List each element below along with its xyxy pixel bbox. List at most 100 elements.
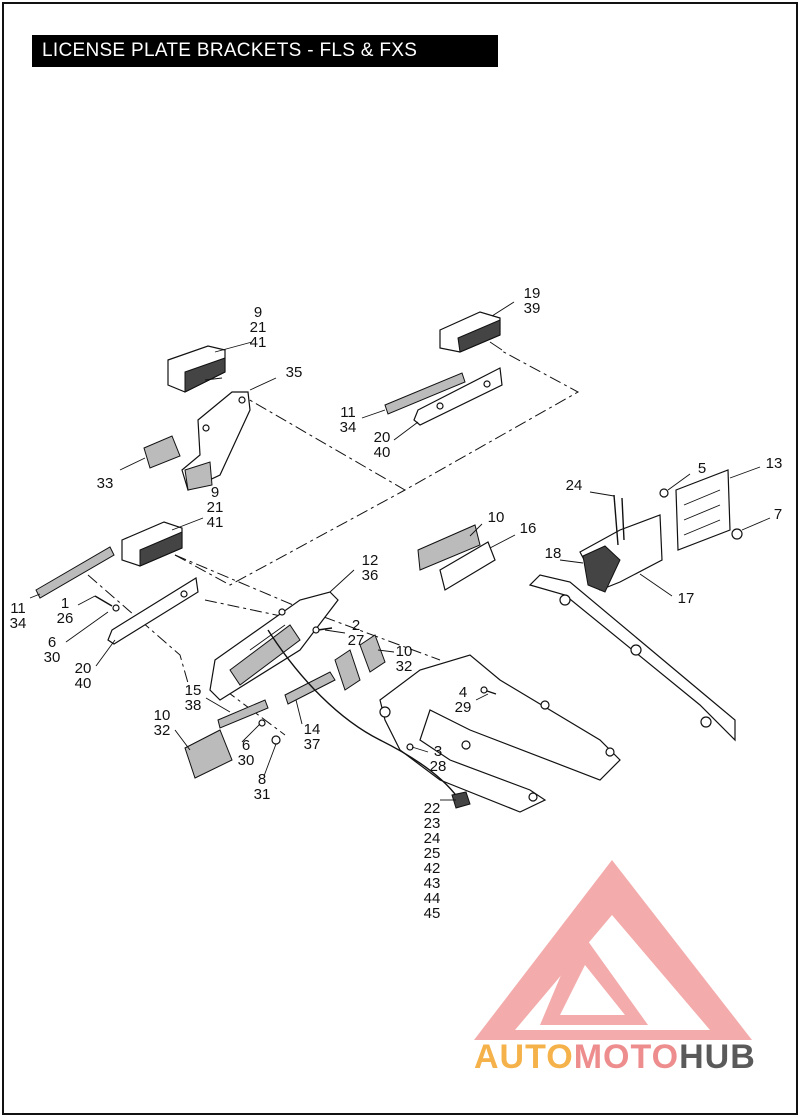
callout-line: 11: [340, 404, 356, 421]
callout-17: 17: [678, 590, 695, 607]
callout-line: 9: [254, 304, 262, 321]
callout-line: 3: [434, 743, 442, 760]
callout-line: 32: [154, 722, 171, 739]
screw-1: [94, 595, 120, 612]
lamp-bracket-top-right: [413, 367, 503, 426]
lamp-bracket-left: [181, 391, 251, 491]
callout-line: 1: [61, 595, 69, 612]
page-title: LICENSE PLATE BRACKETS - FLS & FXS: [32, 35, 498, 67]
callout-line: 45: [424, 905, 441, 922]
callout-line: 29: [455, 699, 472, 716]
callout-line: 31: [254, 786, 271, 803]
callout-13: 13: [766, 455, 783, 472]
marker-lamp-top-left: [167, 345, 226, 393]
license-plate-bracket-center: [209, 591, 339, 701]
callout-line: 40: [75, 675, 92, 692]
pad-10-top: [417, 524, 481, 571]
callout-10-top: 10: [488, 509, 505, 526]
fender-support-center: [379, 654, 621, 813]
callout-line: 24: [566, 477, 583, 494]
strip-14: [284, 671, 336, 705]
bracket-16: [439, 541, 496, 591]
callout-line: 6: [48, 634, 56, 651]
callout-line: 41: [207, 514, 224, 531]
callout-line: 6: [242, 737, 250, 754]
callout-line: 33: [97, 475, 114, 492]
marker-lamp-mid-left: [121, 521, 183, 567]
callout-5: 5: [698, 460, 706, 477]
leader-lines: [29, 301, 771, 801]
alignment-lines: [87, 349, 580, 736]
strip-15: [217, 699, 269, 729]
callout-line: 30: [238, 752, 255, 769]
callout-7: 7: [774, 506, 782, 523]
screw-2: [312, 626, 333, 634]
callout-line: 44: [424, 890, 441, 907]
washer-6: [258, 719, 266, 727]
callout-line: 41: [250, 334, 267, 351]
callout-line: 2: [352, 617, 360, 634]
nut-8: [271, 735, 281, 745]
callout-16: 16: [520, 520, 537, 537]
watermark-brand-text: AUTOMOTOHUB: [474, 1038, 756, 1077]
callout-line: 39: [524, 300, 541, 317]
callout-line: 25: [424, 845, 441, 862]
callout-line: 34: [340, 419, 357, 436]
callout-line: 20: [374, 429, 391, 446]
callout-line: 28: [430, 758, 447, 775]
reflector-strip-top-right: [384, 372, 466, 415]
reflector-strip-mid-left: [35, 546, 115, 599]
lamp-assembly-17: [579, 494, 663, 593]
callout-line: 30: [44, 649, 61, 666]
watermark-logo: [474, 860, 752, 1040]
lamp-bracket-mid-left: [107, 577, 199, 645]
pad-33: [143, 435, 181, 469]
callout-line: 13: [766, 455, 783, 472]
callout-line: 32: [396, 658, 413, 675]
callout-line: 34: [10, 615, 27, 632]
callout-18: 18: [545, 545, 562, 562]
bolt-5: [659, 488, 669, 498]
callout-line: 21: [207, 499, 224, 516]
fender-rail-right: [528, 574, 736, 742]
callout-line: 24: [424, 830, 441, 847]
callout-line: 11: [10, 600, 26, 617]
plate-13: [675, 469, 731, 551]
callout-line: 19: [524, 285, 541, 302]
callout-35: 35: [286, 364, 303, 381]
callout-line: 9: [211, 484, 219, 501]
pad-10-left: [184, 729, 233, 779]
callout-line: 21: [250, 319, 267, 336]
callout-line: 22: [424, 800, 441, 817]
pad-10-mid: [334, 634, 386, 691]
callout-line: 38: [185, 697, 202, 714]
callout-line: 20: [75, 660, 92, 677]
callout-line: 12: [362, 552, 379, 569]
callout-line: 10: [488, 509, 505, 526]
callout-line: 18: [545, 545, 562, 562]
brand-part-auto: AUTO: [474, 1038, 574, 1076]
callout-line: 17: [678, 590, 695, 607]
callout-line: 27: [348, 632, 365, 649]
callout-line: 40: [374, 444, 391, 461]
nut-7: [731, 528, 743, 540]
callout-line: 42: [424, 860, 441, 877]
callout-line: 5: [698, 460, 706, 477]
callout-line: 10: [154, 707, 171, 724]
callout-line: 7: [774, 506, 782, 523]
callout-24: 24: [566, 477, 583, 494]
callout-line: 10: [396, 643, 413, 660]
callout-line: 43: [424, 875, 441, 892]
